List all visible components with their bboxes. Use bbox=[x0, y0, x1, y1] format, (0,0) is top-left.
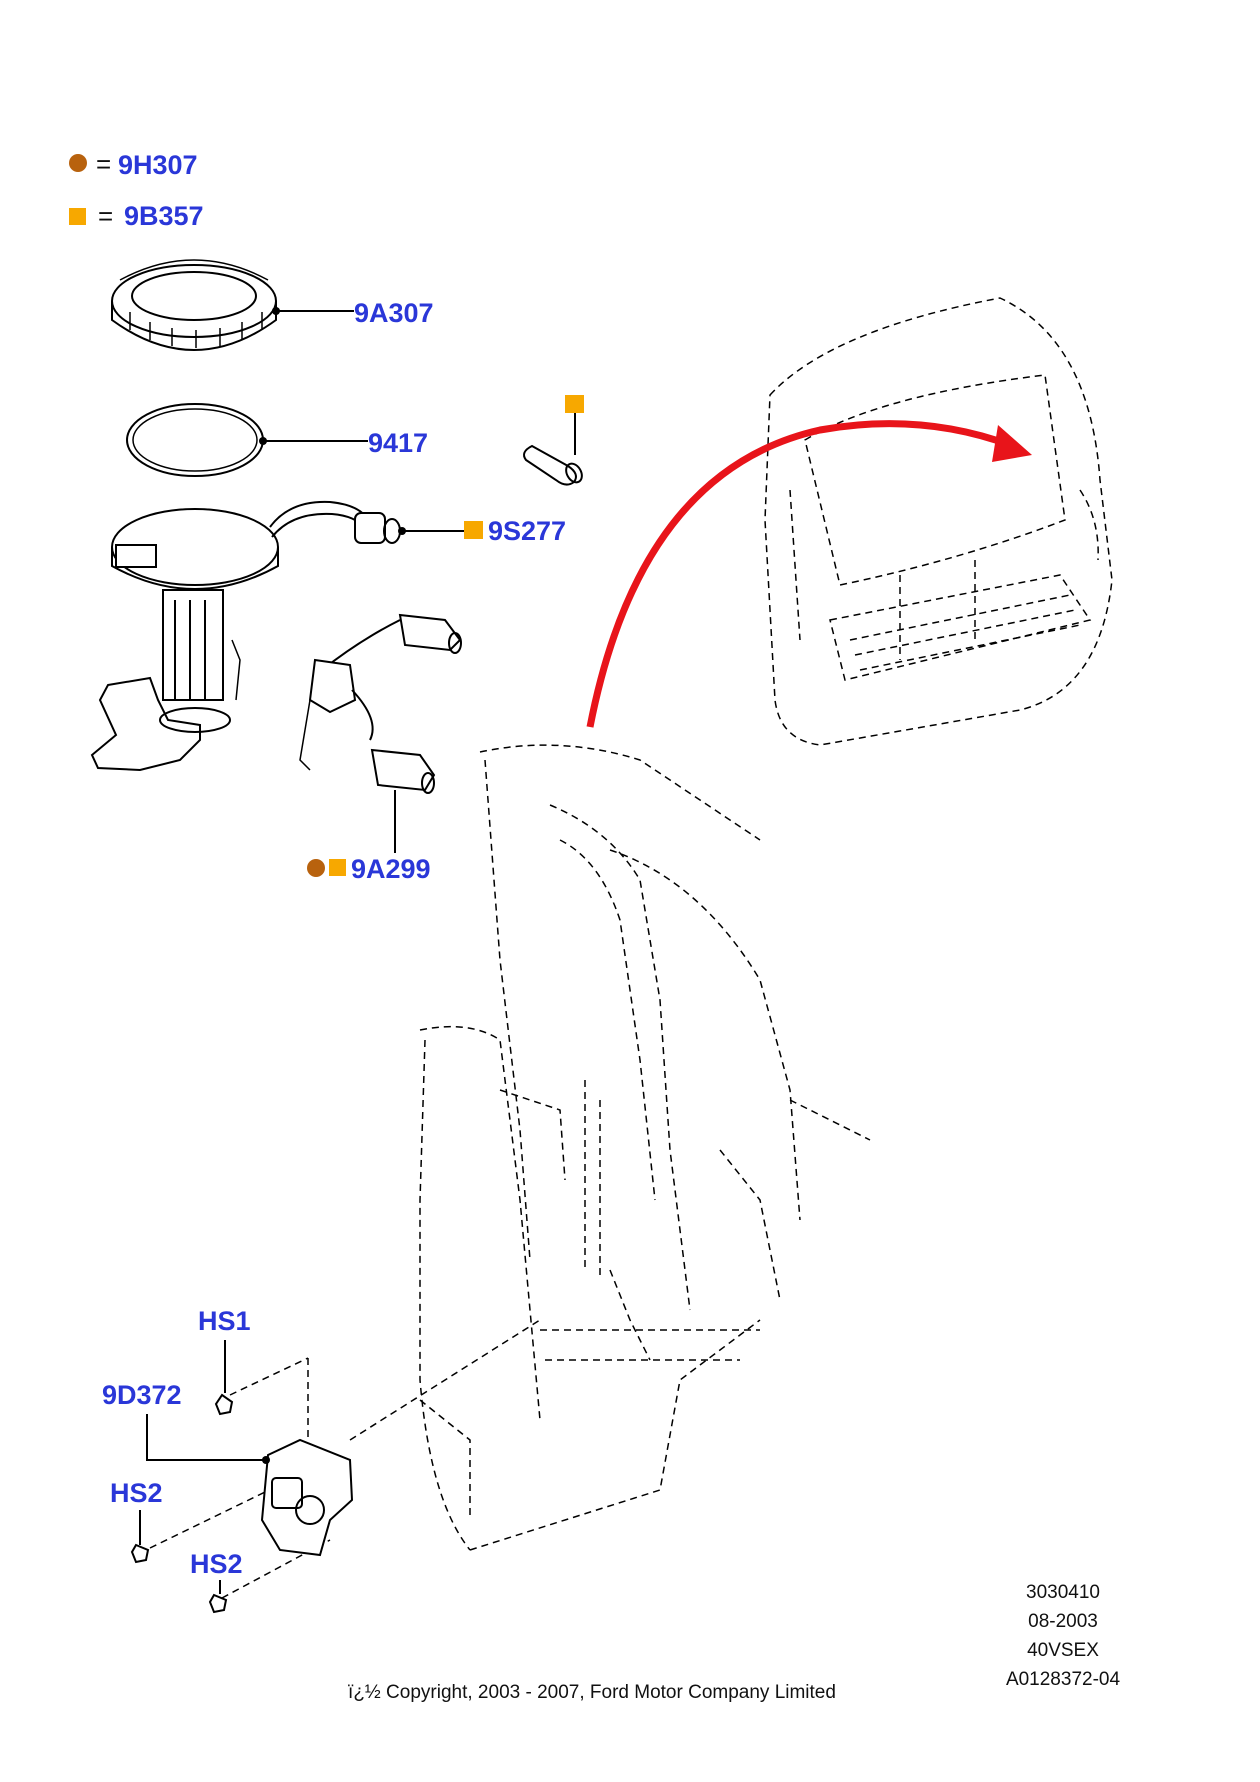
callout-hs2-lower: HS2 bbox=[190, 1549, 243, 1579]
copyright-notice: ï¿½ Copyright, 2003 - 2007, Ford Motor C… bbox=[348, 1682, 836, 1703]
callout-9a299: 9A299 bbox=[351, 854, 431, 884]
vehicle-rear-view bbox=[764, 297, 1113, 746]
legend-code-9h307: 9H307 bbox=[118, 150, 198, 180]
vehicle-body-side bbox=[419, 744, 871, 1551]
callout-9a299-circle bbox=[307, 859, 325, 877]
legend-equals-2: = bbox=[98, 201, 113, 231]
fuel-pump-module-drawing bbox=[90, 500, 464, 772]
fuel-sender-drawing bbox=[299, 613, 462, 853]
callout-9a299-square bbox=[329, 859, 346, 876]
locking-ring-drawing bbox=[111, 259, 354, 351]
vehicle-code: 40VSEX bbox=[1027, 1640, 1099, 1661]
inertia-switch-drawing bbox=[130, 1319, 541, 1614]
red-arrow bbox=[586, 420, 1032, 728]
legend: = 9H307 = 9B357 bbox=[69, 149, 204, 231]
callout-9s277-square bbox=[464, 521, 483, 539]
pin-square-marker bbox=[565, 395, 584, 413]
callout-9s277: 9S277 bbox=[488, 516, 566, 546]
callout-9d372: 9D372 bbox=[102, 1380, 182, 1410]
date-code: 08-2003 bbox=[1028, 1611, 1098, 1632]
legend-square-marker bbox=[69, 208, 86, 225]
seal-drawing bbox=[126, 403, 368, 477]
ref-number: 3030410 bbox=[1026, 1582, 1100, 1603]
illustration-id: A0128372-04 bbox=[1006, 1669, 1121, 1690]
callout-hs1: HS1 bbox=[198, 1306, 251, 1336]
callout-9417: 9417 bbox=[368, 428, 428, 458]
callout-9a307: 9A307 bbox=[354, 298, 434, 328]
legend-code-9b357: 9B357 bbox=[124, 201, 204, 231]
legend-equals-1: = bbox=[96, 149, 111, 179]
pin-drawing bbox=[523, 395, 584, 486]
legend-circle-marker bbox=[69, 154, 87, 172]
callout-hs2-upper: HS2 bbox=[110, 1478, 163, 1508]
